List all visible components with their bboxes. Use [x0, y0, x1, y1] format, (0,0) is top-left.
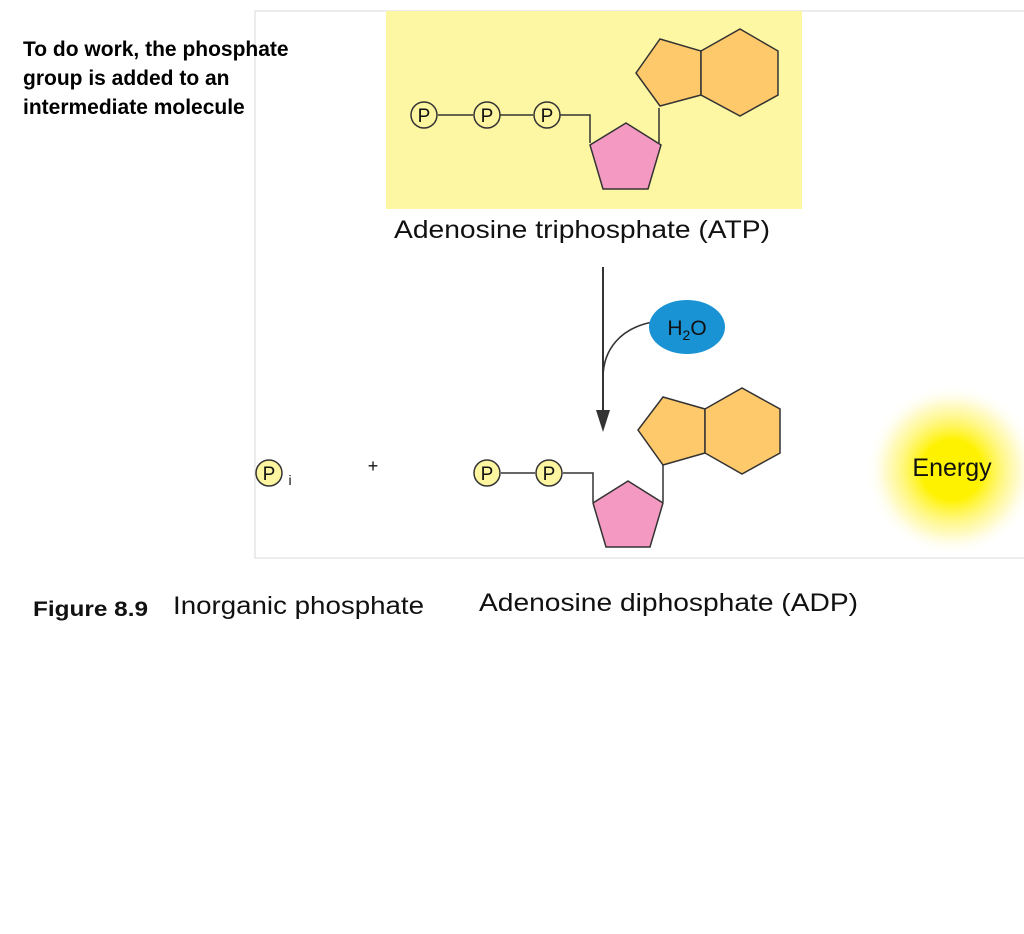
adp-phosphate-2-label: P [543, 464, 556, 485]
atp-phosphate-3-label: P [541, 106, 554, 127]
water-formula: H2O [667, 317, 706, 343]
atp-label: Adenosine triphosphate (ATP) [394, 216, 770, 244]
atp-phosphate-1: P [410, 101, 438, 129]
inorganic-phosphate: P i [255, 459, 292, 488]
pi-subscript: i [288, 472, 291, 488]
adp-phosphate-1-label: P [481, 464, 494, 485]
atp-phosphate-2-label: P [481, 106, 494, 127]
reaction-arrow [596, 267, 654, 432]
adp-molecule: P P [473, 387, 781, 548]
adp-ribose [592, 480, 664, 548]
atp-phosphate-2: P [473, 101, 501, 129]
work-note-line-1: To do work, the phosphate [23, 38, 289, 61]
plus-sign: + [368, 456, 379, 476]
atp-base-ring-6 [700, 28, 779, 117]
adp-base-ring-6 [704, 387, 781, 475]
adp-base-ring-5 [637, 396, 706, 466]
pi-label: P [263, 464, 276, 485]
adp-phosphate-2: P [535, 459, 563, 487]
inorganic-phosphate-label: Inorganic phosphate [173, 592, 424, 620]
atp-phosphate-1-label: P [418, 106, 431, 127]
adp-phosphate-1: P [473, 459, 501, 487]
work-note-line-3: intermediate molecule [23, 96, 245, 119]
figure-number: Figure 8.9 [33, 598, 148, 621]
adp-label: Adenosine diphosphate (ADP) [479, 589, 858, 617]
atp-phosphate-3: P [533, 101, 561, 129]
work-note: To do work, the phosphate group is added… [23, 35, 353, 122]
atp-base-ring-5 [635, 38, 702, 107]
water-molecule: H2O [649, 300, 725, 354]
atp-ribose [589, 122, 662, 190]
energy-label: Energy [912, 454, 992, 482]
energy-glow [866, 384, 1024, 556]
atp-molecule: P P P [410, 28, 779, 190]
work-note-line-2: group is added to an [23, 67, 230, 90]
